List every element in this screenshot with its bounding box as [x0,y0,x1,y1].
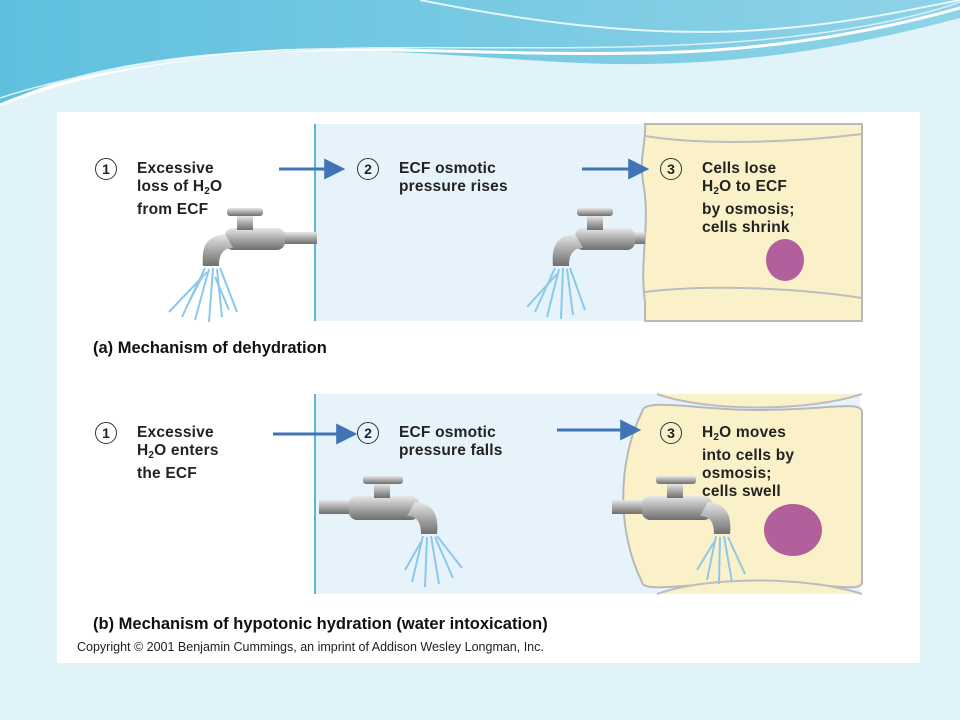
cell-membrane-bottom-b [656,579,863,595]
cell-membrane-top-a [644,133,863,143]
water-stream-b1 [404,535,463,588]
shrunken-cell [640,123,863,322]
step-b2-number: 2 [357,422,379,444]
water-stream-b2 [696,535,746,585]
water-stream-a1 [168,267,238,323]
step-b2-text: ECF osmotic pressure falls [399,424,503,459]
faucet-b1 [319,476,438,534]
step-b3-text: H2O moves into cells by osmosis; cells s… [702,424,795,500]
step-a1-number: 1 [95,158,117,180]
figure-panel: 1 Excessive loss of H2O from ECF 2 ECF o… [57,112,920,663]
diagram-graphics [168,123,863,595]
water-stream-a2 [526,267,586,320]
copyright-notice: Copyright © 2001 Benjamin Cummings, an i… [77,640,544,654]
step-a3-number: 3 [660,158,682,180]
step-b3-number: 3 [660,422,682,444]
step-a1-text: Excessive loss of H2O from ECF [137,160,223,218]
caption-b: (b) Mechanism of hypotonic hydration (wa… [93,615,548,633]
faucet-b2 [612,476,731,534]
nucleus-swollen [764,504,822,556]
faucet-a2 [552,208,645,266]
step-a2-text: ECF osmotic pressure rises [399,160,508,195]
step-a3-text: Cells lose H2O to ECF by osmosis; cells … [702,160,795,236]
step-a2-number: 2 [357,158,379,180]
faucet-a1 [202,208,317,266]
cell-membrane-top-b [656,393,863,409]
cell-membrane-bottom-a [644,286,863,299]
nucleus-shrunken [766,239,804,281]
header-swoosh-decoration [0,0,960,107]
step-b1-number: 1 [95,422,117,444]
caption-a: (a) Mechanism of dehydration [93,339,327,357]
step-b1-text: Excessive H2O enters the ECF [137,424,219,482]
